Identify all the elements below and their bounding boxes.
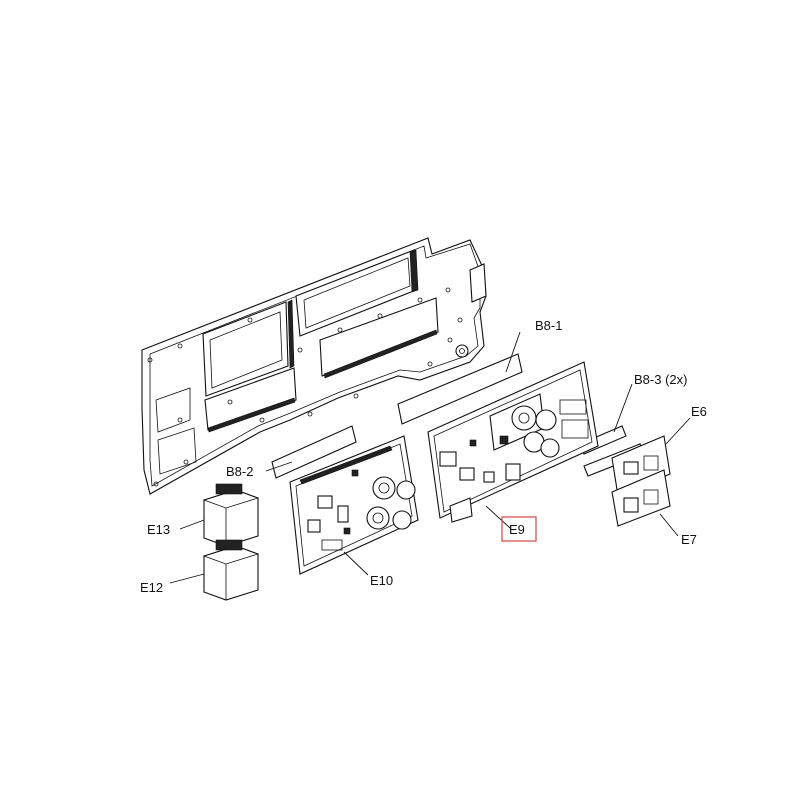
label-e13: E13 [147,522,170,537]
label-e10: E10 [370,573,393,588]
callout-labels: B8-1 B8-2 B8-3 (2x) E6 E7 E9 E10 E13 E12 [140,318,707,595]
label-e9: E9 [509,522,525,537]
label-e6: E6 [691,404,707,419]
leader-lines [169,331,691,584]
gasket-b8-1 [397,353,523,425]
transformer-e12 [202,539,260,601]
board-e6 [611,435,671,497]
label-e7: E7 [681,532,697,547]
mounting-plate [141,237,487,495]
pcb-e9 [427,361,599,523]
highlight-box-e9 [501,516,537,542]
label-b8-3: B8-3 (2x) [634,372,687,387]
label-b8-1: B8-1 [535,318,562,333]
board-e7 [611,469,671,527]
plate-holes [147,287,463,487]
label-e12: E12 [140,580,163,595]
pcb-e10 [289,435,419,575]
gasket-b8-2 [271,425,357,479]
transformer-e13 [202,483,260,547]
label-b8-2: B8-2 [226,464,253,479]
